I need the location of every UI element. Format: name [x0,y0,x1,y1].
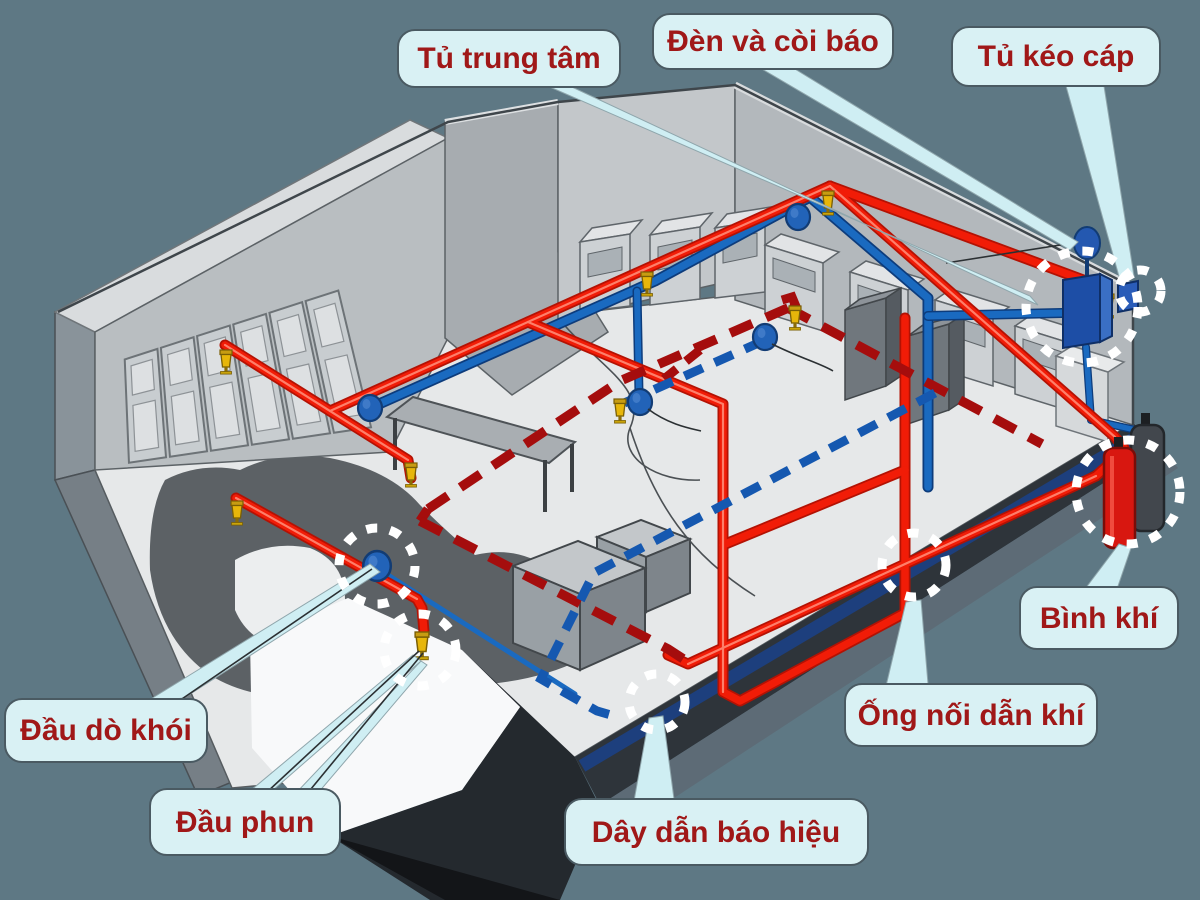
label-gas-pipe: Ống nối dẫn khí [844,683,1098,747]
label-text: Đầu phun [176,806,314,839]
smoke-detector-icon [751,322,779,352]
callout-labels: Tủ trung tâm Đèn và còi báo Tủ kéo cáp B… [4,13,1179,866]
label-text: Bình khí [1040,602,1160,635]
signal-wires [416,291,1045,722]
decor-panel [772,257,816,293]
decor-panel [313,302,345,348]
label-central-cabinet: Tủ trung tâm [397,29,621,88]
control-cabinet-icon [1062,272,1101,350]
label-text: Đèn và còi báo [667,25,879,58]
label-text: Đầu dò khói [20,714,192,747]
gas-cylinder-icon [1102,446,1137,550]
thin-wires [647,242,1074,432]
label-text: Tủ trung tâm [417,42,600,75]
label-sprinkler: Đầu phun [149,788,341,856]
label-cable-panel: Tủ kéo cáp [951,26,1161,87]
label-alarm-bell: Đèn và còi báo [652,13,894,70]
decor-panel [587,246,623,278]
smoke-detector-icon [356,393,384,423]
smoke-detector-icon [784,202,812,232]
decor-panel [209,381,241,439]
wall-cabinet-row [123,289,373,464]
decor-panel [170,390,200,446]
gas-cylinders [1102,413,1166,550]
label-text: Dây dẫn báo hiệu [592,815,840,849]
label-gas-cylinder: Bình khí [1019,586,1179,650]
leader-lines [175,568,424,796]
decor-panel [276,313,307,358]
decor-panel [166,347,193,387]
label-text: Tủ kéo cáp [978,40,1135,73]
highlight-circles [334,246,1185,735]
decor-panel [130,358,155,396]
decor-panel [132,399,160,453]
label-smoke-detector: Đầu dò khói [4,698,208,763]
label-text: Ống nối dẫn khí [858,698,1086,732]
label-signal-wire: Dây dẫn báo hiệu [564,798,869,866]
smoke-detector-icon [626,387,654,417]
